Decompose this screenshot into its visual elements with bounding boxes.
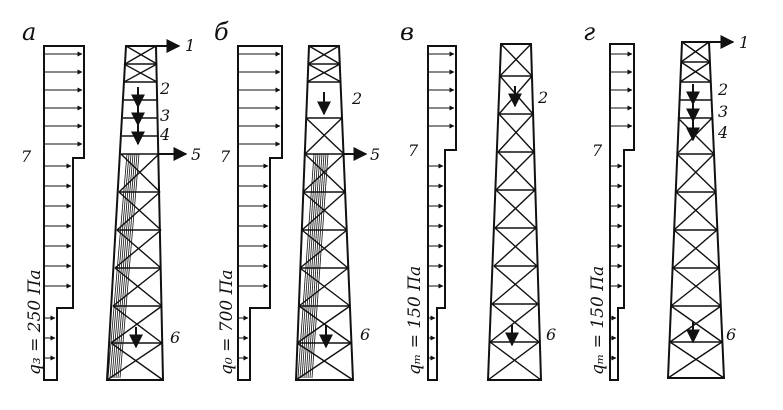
callout-6-b: 6	[360, 325, 370, 344]
panel-letter-c: в	[400, 18, 414, 46]
callout-7-b: 7	[220, 147, 231, 166]
callout-7-c: 7	[408, 141, 419, 160]
callout-7-d: 7	[592, 141, 603, 160]
callout-2-d: 2	[717, 80, 728, 99]
callout-7-a: 7	[21, 147, 32, 166]
callout-2-b: 2	[351, 89, 362, 108]
callout-6-d: 6	[726, 325, 736, 344]
callout-2-c: 2	[537, 88, 548, 107]
callout-5-a: 5	[191, 145, 201, 164]
panel-a: а 7 q₃ = 250 Па	[21, 18, 201, 381]
wind-arrows-a	[129, 39, 188, 349]
load-diagram-b	[237, 45, 283, 381]
callout-5-b: 5	[370, 145, 380, 164]
wire-bundle-b	[297, 153, 329, 379]
panel-c: в 7 qₘ = 150 Па	[400, 18, 556, 381]
tower-b	[294, 45, 355, 381]
wire-bundle-a	[107, 153, 140, 379]
panel-b: б 7 q₀ = 700 Па	[214, 18, 380, 381]
panel-letter-a: а	[22, 18, 36, 46]
panel-d: г 7 qₘ = 150 Па	[583, 18, 749, 381]
wind-arrows-c	[505, 86, 522, 347]
tower-c	[486, 43, 543, 381]
callout-1-a: 1	[185, 36, 195, 55]
load-label-b: q₀ = 700 Па	[217, 269, 237, 375]
callout-4-a: 4	[159, 125, 170, 144]
tower-d	[666, 41, 726, 379]
panel-letter-b: б	[214, 18, 229, 46]
load-diagram-a	[43, 45, 85, 381]
callout-6-a: 6	[170, 328, 180, 347]
wind-arrows-d	[686, 35, 735, 344]
callout-6-c: 6	[546, 325, 556, 344]
tower-a	[105, 45, 165, 381]
panel-letter-d: г	[583, 18, 595, 46]
load-label-d: qₘ = 150 Па	[588, 266, 608, 375]
load-label-a: q₃ = 250 Па	[25, 269, 45, 375]
callout-3-d: 3	[718, 102, 728, 121]
callout-3-a: 3	[160, 106, 170, 125]
load-diagram-d	[609, 43, 635, 381]
callout-4-d: 4	[717, 123, 728, 142]
callout-1-d: 1	[739, 33, 749, 52]
wind-arrows-b	[317, 92, 368, 349]
load-diagram-c	[427, 45, 457, 381]
load-label-c: qₘ = 150 Па	[405, 266, 425, 375]
callout-2-a: 2	[159, 79, 170, 98]
